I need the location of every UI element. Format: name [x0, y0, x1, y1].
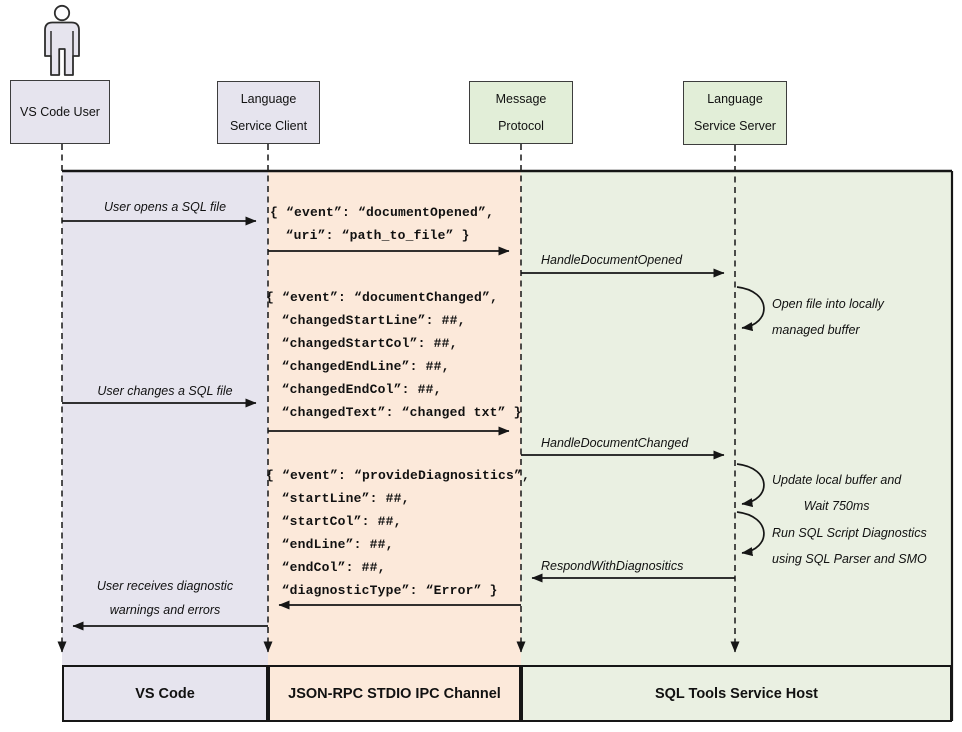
- message-line: warnings and errors: [109, 603, 221, 617]
- message-handle-document-changed: HandleDocumentChanged: [541, 436, 689, 450]
- lane-box-ipc-channel: JSON-RPC STDIO IPC Channel: [268, 665, 521, 722]
- note-open-file-buffer: Open file into locally managed buffer: [772, 291, 884, 343]
- lane-ipc-column: [268, 171, 521, 722]
- lane-box-sql-tools-service-host: SQL Tools Service Host: [521, 665, 952, 722]
- payload-line: { “event”: “provideDiagnositics”,: [266, 468, 531, 483]
- payload-line: “endCol”: ##,: [281, 560, 386, 575]
- participant-label: Service Client: [229, 118, 308, 133]
- payload-line: “changedStartLine”: ##,: [281, 313, 466, 328]
- loop-run-diagnostics: [736, 511, 765, 557]
- participant-label: Message: [495, 91, 547, 106]
- message-user-receives-diagnostics: User receives diagnostic warnings and er…: [62, 574, 268, 622]
- message-respond-with-diagnostics: RespondWithDiagnositics: [541, 559, 684, 573]
- lane-label: SQL Tools Service Host: [654, 685, 819, 702]
- lane-box-vscode: VS Code: [62, 665, 268, 722]
- payload-document-changed: { “event”: “documentChanged”, “changedSt…: [266, 286, 522, 424]
- user-actor-icon: [44, 4, 80, 76]
- note-line: Run SQL Script Diagnostics: [772, 526, 927, 540]
- loop-update-buffer-wait: [736, 463, 765, 508]
- participant-language-service-client: Language Service Client: [217, 81, 320, 144]
- note-line: using SQL Parser and SMO: [772, 552, 927, 566]
- payload-line: { “event”: “documentChanged”,: [266, 290, 499, 305]
- payload-line: { “event”: “documentOpened”,: [270, 205, 495, 220]
- note-run-diagnostics: Run SQL Script Diagnostics using SQL Par…: [772, 520, 927, 572]
- payload-line: “changedEndLine”: ##,: [281, 359, 450, 374]
- payload-line: “diagnosticType”: “Error” }: [281, 583, 498, 598]
- note-update-buffer-wait: Update local buffer and Wait 750ms: [772, 467, 901, 519]
- participant-label: Protocol: [498, 118, 544, 133]
- payload-line: “changedEndCol”: ##,: [281, 382, 442, 397]
- participant-vscode-user: VS Code User: [10, 80, 110, 144]
- payload-line: “changedText”: “changed txt” }: [281, 405, 522, 420]
- participant-label: Language: [240, 91, 297, 106]
- payload-line: “uri”: “path_to_file” }: [285, 228, 470, 243]
- payload-line: “endLine”: ##,: [281, 537, 394, 552]
- message-handle-document-opened: HandleDocumentOpened: [541, 253, 683, 267]
- lane-vscode-column: [62, 171, 268, 722]
- payload-line: “startCol”: ##,: [281, 514, 402, 529]
- lane-host-column: [521, 171, 952, 722]
- lane-label: VS Code: [135, 685, 195, 702]
- message-user-opens-file: User opens a SQL file: [103, 200, 227, 214]
- lane-label: JSON-RPC STDIO IPC Channel: [288, 685, 501, 702]
- loop-open-file-buffer: [736, 286, 765, 332]
- note-line: Update local buffer and: [772, 473, 902, 487]
- participant-language-service-server: Language Service Server: [683, 81, 787, 145]
- note-line: Wait 750ms: [803, 499, 870, 513]
- payload-line: “startLine”: ##,: [281, 491, 410, 506]
- payload-line: “changedStartCol”: ##,: [281, 336, 458, 351]
- participant-label: VS Code User: [20, 104, 100, 119]
- note-line: Open file into locally: [772, 297, 884, 311]
- note-line: managed buffer: [772, 323, 860, 337]
- message-user-changes-file: User changes a SQL file: [97, 384, 233, 398]
- participant-message-protocol: Message Protocol: [469, 81, 573, 144]
- participant-label: Service Server: [694, 119, 776, 133]
- participant-label: Language: [707, 92, 763, 106]
- payload-provide-diagnostics: { “event”: “provideDiagnositics”, “start…: [266, 464, 530, 602]
- payload-document-opened: { “event”: “documentOpened”, “uri”: “pat…: [270, 201, 494, 247]
- message-line: User receives diagnostic: [96, 579, 234, 593]
